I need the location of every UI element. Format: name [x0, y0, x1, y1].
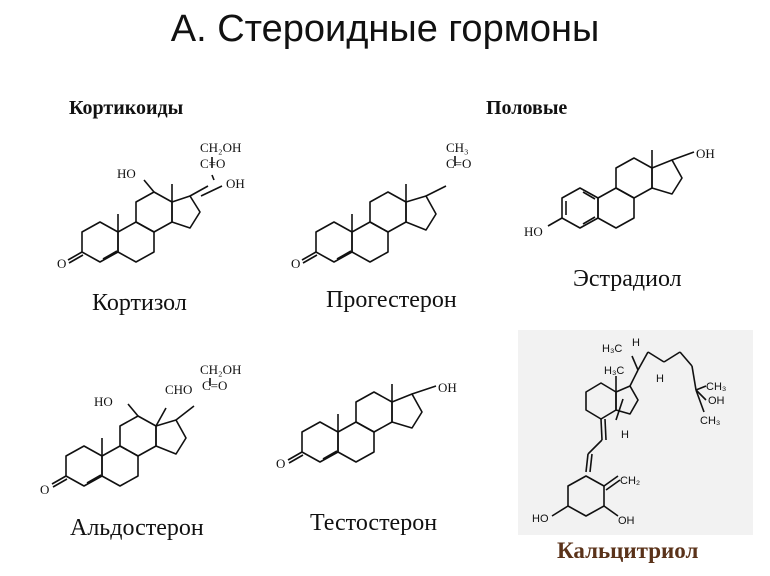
cortisol-bonds — [67, 157, 223, 264]
aldosterone-bonds — [51, 378, 211, 488]
calcitriol-label-ch3-b: CH₃ — [700, 415, 720, 427]
testosterone-label-o3: O — [276, 456, 285, 471]
estradiol-label-ho3: HO — [524, 224, 543, 239]
progesterone-label-o3: O — [291, 256, 300, 271]
calcitriol-bonds — [551, 351, 707, 517]
aldosterone-label-ho11: HO — [94, 394, 113, 409]
testosterone-label-oh17: OH — [438, 380, 457, 395]
cortisol-caption: Кортизол — [92, 290, 187, 316]
calcitriol-label-oh25: OH — [708, 395, 725, 407]
aldosterone-label-carbonyl: C=O — [202, 378, 227, 393]
aldosterone-label-sidechain: CH₂OH — [200, 362, 241, 377]
aldosterone-caption: Альдостерон — [70, 515, 204, 541]
calcitriol-caption: Кальцитриол — [557, 538, 699, 563]
calcitriol-label-h3c-18: H₃C — [604, 365, 624, 377]
calcitriol-label-h3c-top: H₃C — [602, 343, 622, 355]
progesterone-caption: Прогестерон — [326, 287, 457, 313]
cortisol-label-ho11: HO — [117, 166, 136, 181]
estradiol-caption: Эстрадиол — [573, 266, 682, 292]
estradiol-bonds — [547, 150, 695, 229]
aldosterone-label-o3: O — [40, 482, 49, 497]
cortisol-label-carbonyl: C=O — [200, 156, 225, 171]
estradiol-label-oh17: OH — [696, 146, 715, 161]
progesterone-label-sidechain: CH₃ — [446, 140, 469, 155]
calcitriol-label-h-top: H — [632, 337, 640, 349]
progesterone-bonds — [301, 156, 456, 264]
calcitriol-label-h-bottom: H — [621, 429, 629, 441]
cortisol-label-oh17: OH — [226, 176, 245, 191]
calcitriol-label-ch2: CH₂ — [620, 475, 640, 487]
calcitriol-label-oh3: OH — [618, 515, 635, 527]
calcitriol-label-ch3-a: CH₃ — [706, 381, 726, 393]
calcitriol-label-ho1: HO — [532, 513, 549, 525]
testosterone-caption: Тестостерон — [310, 510, 438, 536]
progesterone-label-carbonyl: C=O — [446, 156, 471, 171]
testosterone-bonds — [287, 384, 437, 464]
calcitriol-label-h-right: H — [656, 373, 664, 385]
cortisol-label-sidechain: CH₂OH — [200, 140, 241, 155]
page-title: А. Стероидные гормоны — [170, 8, 600, 50]
cortisol-label-o3: O — [57, 256, 66, 271]
group-heading-corticoids: Кортикоиды — [69, 97, 184, 119]
aldosterone-label-cho: CHO — [165, 382, 192, 397]
group-heading-sex: Половые — [486, 97, 568, 119]
